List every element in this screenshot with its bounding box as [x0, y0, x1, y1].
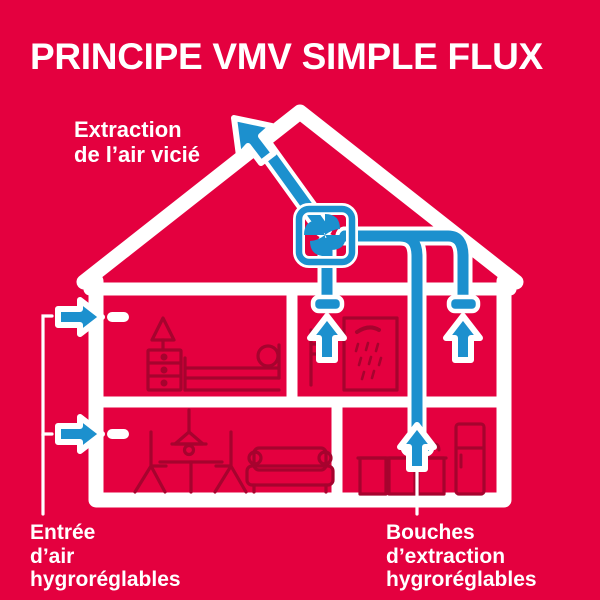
grille-bathroom-right	[446, 294, 481, 314]
wall-vent-upper	[107, 312, 129, 322]
chair-right-icon	[213, 430, 248, 494]
stale-air-exhaust-arrow	[231, 115, 277, 166]
arrow-right-icon-lower	[55, 414, 105, 454]
shower-water-drops	[354, 341, 383, 381]
arrow-up-icon-kitchen	[397, 422, 437, 472]
nightstand-knob-3	[160, 379, 168, 387]
arrow-right-icon-upper	[55, 297, 105, 337]
vmc-fan-unit	[293, 203, 358, 268]
bedroom-furniture	[146, 316, 281, 392]
arrow-up-icon-bathroom-right	[443, 313, 483, 363]
leader-bracket-air-inlets	[41, 314, 54, 436]
nightstand-knob-2	[160, 366, 168, 374]
roof-outline	[76, 104, 524, 290]
leader-lines	[41, 314, 419, 516]
nightstand-knob-1	[160, 353, 168, 361]
fan-icon	[304, 214, 346, 256]
kitchen-cabinet-1	[358, 456, 388, 496]
bed-pillow-icon	[256, 344, 280, 368]
page-title: PRINCIPE VMV SIMPLE FLUX	[30, 36, 543, 77]
shower-enclosure-icon	[342, 316, 399, 392]
refrigerator-icon	[454, 422, 486, 496]
label-air-inlets: Entrée d’air hygroréglables	[30, 521, 181, 592]
sofa-arm-left	[247, 450, 263, 466]
pendant-bulb-icon	[182, 443, 196, 457]
pendant-shade-icon	[173, 430, 205, 446]
arrow-up-icon-bathroom-left	[307, 313, 347, 363]
label-extraction-stale-air: Extraction de l’air vicié	[74, 117, 200, 167]
duct-to-bathroom-right	[339, 230, 469, 310]
sofa-seat-icon	[245, 464, 335, 487]
exterior-walls	[88, 273, 512, 508]
extraction-arrows	[307, 313, 483, 472]
arrow-up-left-icon	[231, 115, 277, 166]
air-inlets	[55, 297, 129, 454]
label-extraction-vents: Bouches d’extraction hygroréglables	[386, 521, 537, 592]
sofa-arm-right	[317, 450, 333, 466]
vmc-unit-casing	[295, 205, 356, 266]
nightstand-icon	[146, 348, 183, 392]
duct-to-kitchen	[339, 230, 423, 453]
chair-left-icon	[133, 430, 168, 494]
wall-vent-lower	[107, 429, 129, 439]
house-structure	[76, 104, 524, 508]
lamp-shade-icon	[150, 316, 176, 342]
living-room-furniture	[133, 408, 335, 494]
grille-bathroom-left	[310, 294, 345, 314]
shower-head-icon	[355, 325, 381, 334]
sofa-back-icon	[252, 446, 328, 472]
